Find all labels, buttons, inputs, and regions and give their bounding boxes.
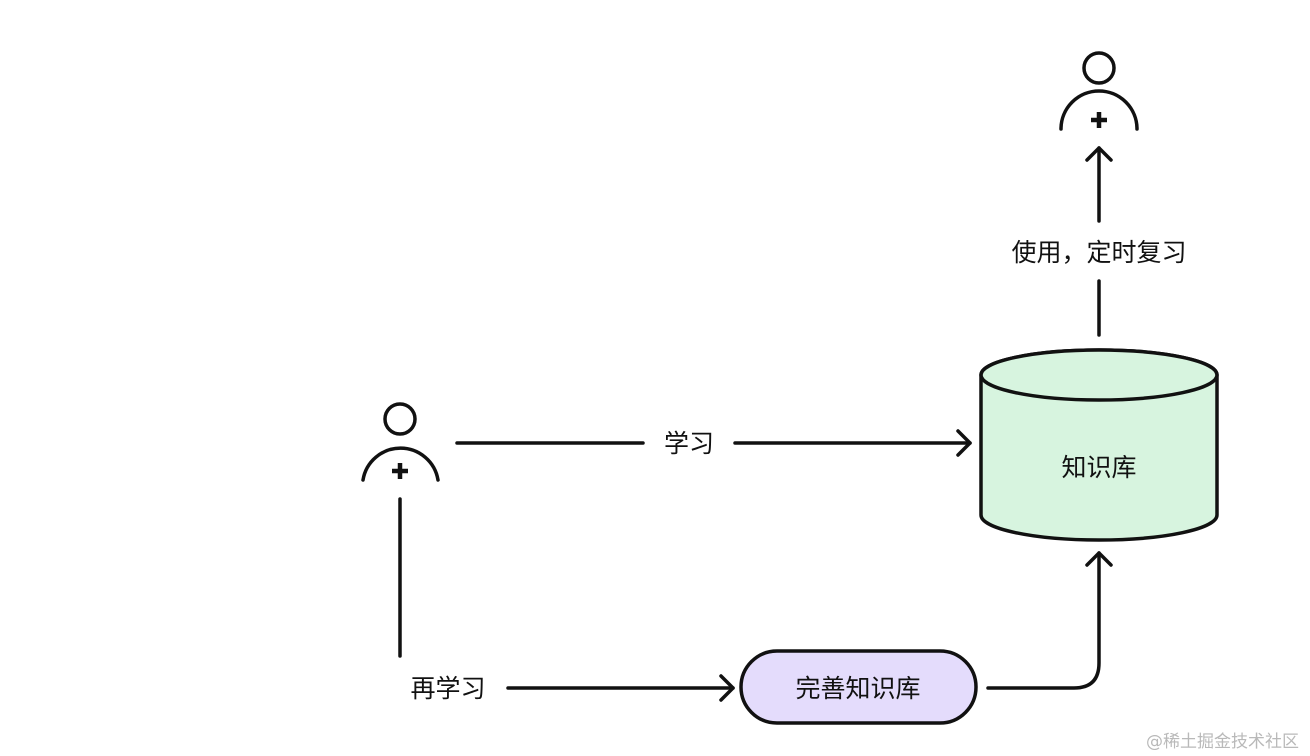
edge-label-use-review: 使用，定时复习: [1011, 238, 1186, 267]
edge-use-review: [1085, 146, 1113, 337]
refine-knowledge-base-node: [739, 649, 978, 725]
watermark: @稀土掘金技术社区: [1146, 732, 1299, 752]
edge-refine-to-kb: [986, 551, 1113, 690]
person-add-icon: [1059, 51, 1139, 131]
edge-learn: [455, 429, 972, 457]
knowledge-base-node: [979, 348, 1219, 542]
person-add-icon: [361, 402, 440, 482]
edge-relearn: [506, 674, 735, 702]
edge-label-relearn: 再学习: [410, 674, 485, 703]
knowledge-base-label: 知识库: [1061, 453, 1136, 482]
refine-knowledge-base-label: 完善知识库: [795, 674, 920, 703]
edge-label-learn: 学习: [664, 429, 714, 458]
